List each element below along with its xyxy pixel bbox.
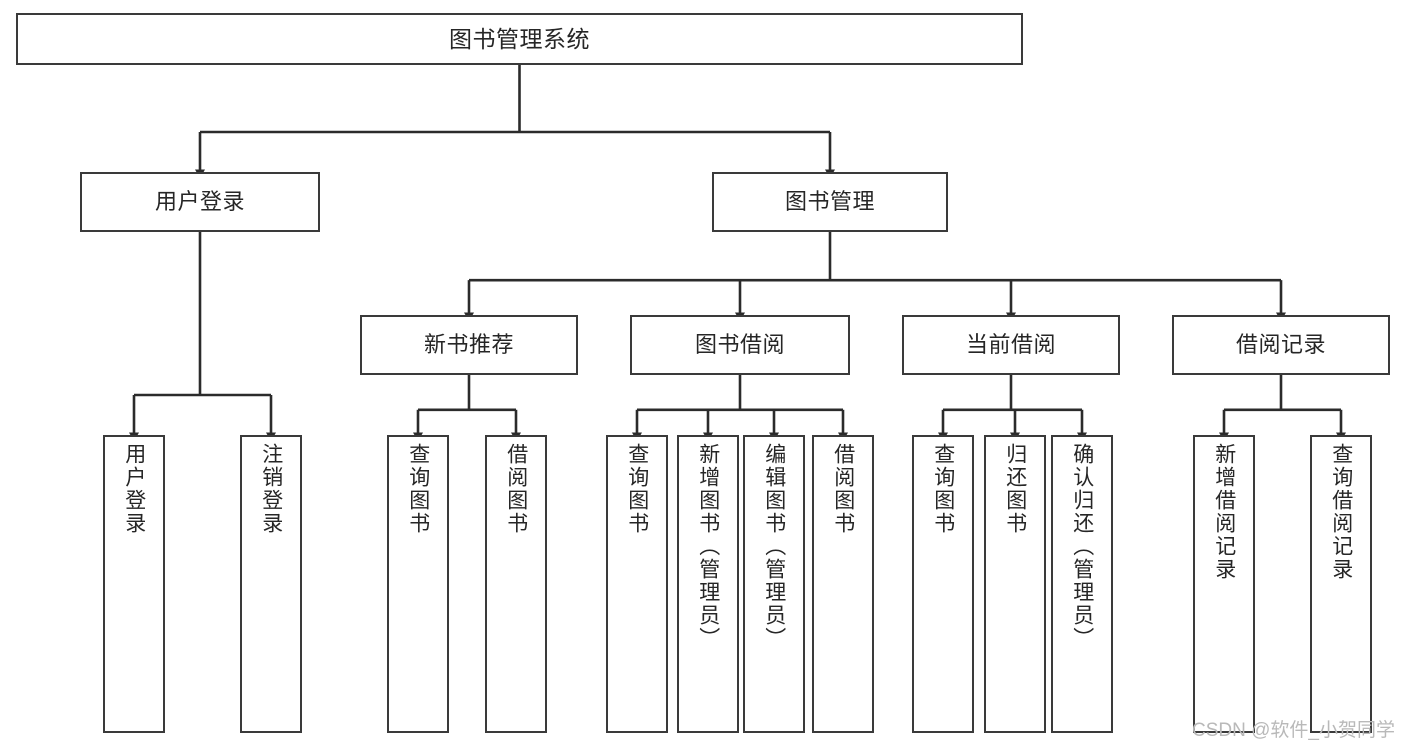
node-label: 图书借阅 xyxy=(694,332,785,358)
node-label: 图书管理 xyxy=(784,189,875,215)
node-l-logout[interactable]: 注销登录 xyxy=(240,435,302,733)
node-borrow[interactable]: 图书借阅 xyxy=(630,315,850,375)
node-l-query2[interactable]: 查询图书 xyxy=(606,435,668,733)
node-label: 查询图书 xyxy=(625,443,649,535)
node-login[interactable]: 用户登录 xyxy=(80,172,320,232)
node-l-query1[interactable]: 查询图书 xyxy=(387,435,449,733)
node-label: 注销登录 xyxy=(259,443,283,535)
node-l-add[interactable]: 新增图书（管理员） xyxy=(677,435,739,733)
node-label: 确认归还（管理员） xyxy=(1070,443,1094,650)
node-bookmgmt[interactable]: 图书管理 xyxy=(712,172,948,232)
node-l-confirm[interactable]: 确认归还（管理员） xyxy=(1051,435,1113,733)
node-l-queryrec[interactable]: 查询借阅记录 xyxy=(1310,435,1372,733)
node-label: 编辑图书（管理员） xyxy=(762,443,786,650)
node-label: 新书推荐 xyxy=(423,332,514,358)
edges-group xyxy=(129,65,1346,442)
node-label: 当前借阅 xyxy=(965,332,1056,358)
node-label: 新增借阅记录 xyxy=(1212,443,1236,581)
node-label: 借阅图书 xyxy=(504,443,528,535)
node-label: 新增图书（管理员） xyxy=(696,443,720,650)
node-label: 归还图书 xyxy=(1003,443,1027,535)
node-l-borrow2[interactable]: 借阅图书 xyxy=(812,435,874,733)
node-newbook[interactable]: 新书推荐 xyxy=(360,315,578,375)
node-label: 图书管理系统 xyxy=(449,25,590,52)
node-l-borrow1[interactable]: 借阅图书 xyxy=(485,435,547,733)
node-label: 查询图书 xyxy=(406,443,430,535)
node-root[interactable]: 图书管理系统 xyxy=(16,13,1023,65)
node-l-edit[interactable]: 编辑图书（管理员） xyxy=(743,435,805,733)
node-label: 用户登录 xyxy=(122,443,146,535)
node-l-login[interactable]: 用户登录 xyxy=(103,435,165,733)
node-current[interactable]: 当前借阅 xyxy=(902,315,1120,375)
node-record[interactable]: 借阅记录 xyxy=(1172,315,1390,375)
node-l-addrec[interactable]: 新增借阅记录 xyxy=(1193,435,1255,733)
node-l-query3[interactable]: 查询图书 xyxy=(912,435,974,733)
node-label: 借阅记录 xyxy=(1235,332,1326,358)
node-label: 查询借阅记录 xyxy=(1329,443,1353,581)
node-label: 查询图书 xyxy=(931,443,955,535)
node-label: 用户登录 xyxy=(154,189,245,215)
node-l-return[interactable]: 归还图书 xyxy=(984,435,1046,733)
node-label: 借阅图书 xyxy=(831,443,855,535)
csdn-watermark: CSDN @软件_小贺同学 xyxy=(1192,720,1395,741)
